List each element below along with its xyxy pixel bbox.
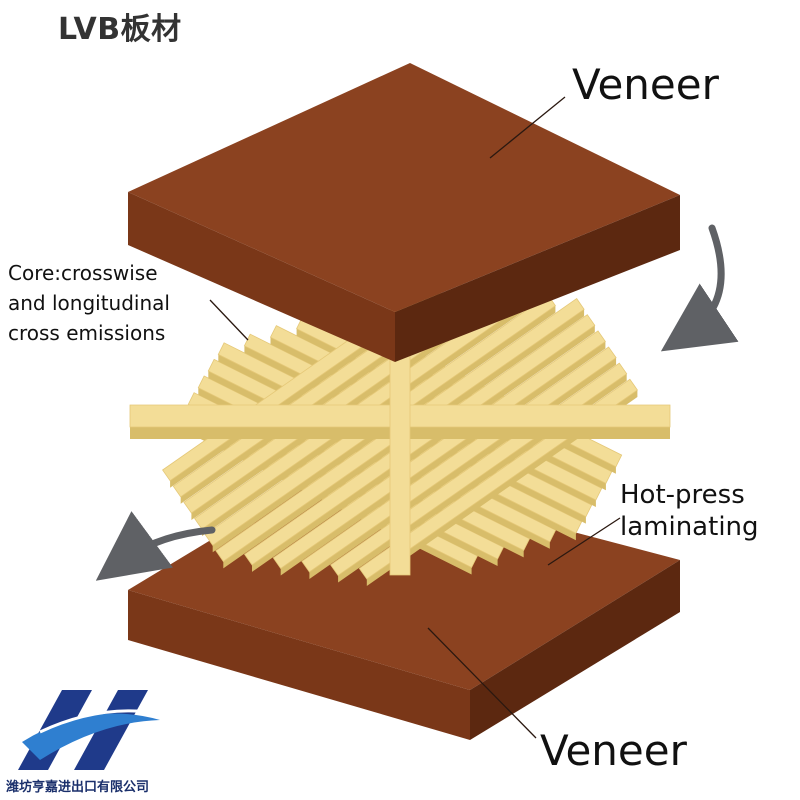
company-logo-icon: [18, 690, 160, 770]
core-strip-side: [252, 325, 595, 572]
core-label: Core:crosswise and longitudinal cross em…: [8, 258, 170, 348]
core-strips: [129, 280, 671, 586]
hot-press-label-line: Hot-press: [620, 480, 745, 510]
core-strip: [389, 324, 411, 576]
curved-arrow-icon: [95, 511, 216, 581]
page-title: LVB板材: [58, 12, 182, 47]
core-label-line: and longitudinal: [8, 291, 170, 315]
core-strip: [244, 314, 596, 566]
veneer-top-slab: [128, 63, 680, 362]
hot-press-label: Hot-press laminating: [620, 480, 759, 543]
core-label-line: cross emissions: [8, 321, 166, 345]
veneer-bottom-label: Veneer: [540, 726, 687, 775]
company-name: 潍坊亨嘉进出口有限公司: [6, 780, 150, 795]
leader-lines: [209, 96, 621, 739]
core-strip-side: [280, 341, 606, 576]
core-label-line: Core:crosswise: [8, 261, 158, 285]
hot-press-label-line: laminating: [620, 511, 759, 542]
veneer-top-label: Veneer: [572, 60, 719, 109]
curved-arrow-icon: [660, 224, 739, 352]
